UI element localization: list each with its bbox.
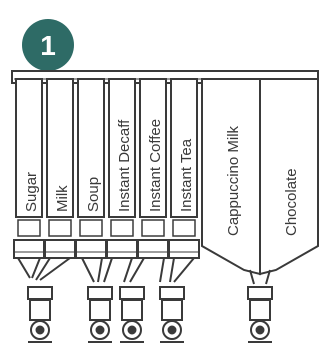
mixing-bowl-4	[159, 286, 185, 343]
canister-sugar-base	[13, 239, 45, 259]
canister-milk-base	[44, 239, 76, 259]
mixing-bowl-2	[87, 286, 113, 343]
canister-soup: Soup	[75, 78, 107, 259]
mixing-bowl-3-body	[121, 299, 143, 321]
canister-instant-decaff-window	[110, 219, 134, 237]
canister-instant-coffee: Instant Coffee	[137, 78, 169, 259]
canister-label: Instant Coffee	[147, 119, 164, 212]
spout-instant-tea	[169, 257, 195, 283]
canister-milk: Milk	[44, 78, 76, 259]
canister-cappuccino-milk-body	[201, 78, 261, 276]
canister-soup-base	[75, 239, 107, 259]
mixing-bowl-4-body	[161, 299, 183, 321]
spout-milk	[35, 257, 71, 281]
mixing-bowl-3-hub	[127, 325, 137, 335]
canister-instant-decaff-base	[106, 239, 138, 259]
canister-label: Soup	[85, 177, 102, 212]
mixing-bowl-5	[247, 286, 273, 343]
mixing-bowl-3-top	[119, 286, 145, 300]
outlet-spouts	[17, 257, 271, 285]
canister-instant-decaff-body	[108, 78, 136, 218]
canister-label: Chocolate	[283, 168, 300, 236]
mixing-bowl-4-hub	[167, 325, 177, 335]
canister-milk-window	[48, 219, 72, 237]
canister-sugar: Sugar	[13, 78, 45, 259]
canister-label: Instant Decaff	[116, 119, 133, 212]
canister-instant-coffee-body	[139, 78, 167, 218]
canister-instant-tea: Instant Tea	[168, 78, 200, 259]
step-number: 1	[40, 30, 56, 61]
mixing-bowl-1-top	[27, 286, 53, 300]
canister-instant-tea-body	[170, 78, 198, 218]
mixing-bowl-2-body	[89, 299, 111, 321]
spout-soup	[81, 257, 103, 283]
mixing-bowl-5-body	[249, 299, 271, 321]
canister-chocolate: Chocolate	[259, 78, 319, 276]
mixing-bowl-1	[27, 286, 53, 343]
step-badge: 1	[22, 19, 74, 71]
spout-sugar	[17, 257, 41, 279]
canister-instant-tea-base	[168, 239, 200, 259]
canister-soup-window	[79, 219, 103, 237]
mixing-bowl-5-top	[247, 286, 273, 300]
canister-label: Cappuccino Milk	[225, 125, 242, 236]
canister-instant-coffee-base	[137, 239, 169, 259]
canister-cappuccino-milk: Cappuccino Milk	[201, 78, 261, 276]
mixing-bowl-3	[119, 286, 145, 343]
canister-instant-decaff: Instant Decaff	[106, 78, 138, 259]
spout-instant-coffee	[129, 257, 165, 283]
canister-label: Sugar	[23, 172, 40, 212]
canister-label: Instant Tea	[178, 138, 195, 212]
spout-instant-decaff	[103, 257, 133, 283]
canister-instant-tea-window	[172, 219, 196, 237]
mixing-bowl-2-hub	[95, 325, 105, 335]
canister-sugar-window	[17, 219, 41, 237]
mixing-bowl-4-top	[159, 286, 185, 300]
canister-chocolate-body	[259, 78, 319, 276]
canister-sugar-body	[15, 78, 43, 218]
canister-soup-body	[77, 78, 105, 218]
mixing-bowl-5-hub	[255, 325, 265, 335]
spout-wide	[249, 269, 271, 285]
canister-milk-body	[46, 78, 74, 218]
canister-label: Milk	[54, 185, 71, 212]
canister-instant-coffee-window	[141, 219, 165, 237]
step-badge-circle	[22, 19, 74, 71]
mixing-bowl-2-top	[87, 286, 113, 300]
mixing-bowl-1-hub	[35, 325, 45, 335]
mixing-bowl-1-body	[29, 299, 51, 321]
